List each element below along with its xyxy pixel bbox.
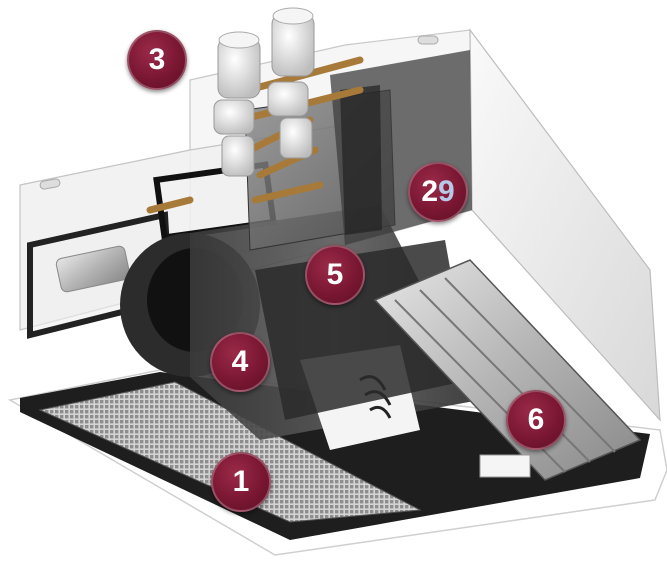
callout-label: 6 xyxy=(527,403,545,436)
callout-label: 1 xyxy=(232,465,250,498)
valves xyxy=(213,7,315,177)
callout-label: 2 xyxy=(421,175,438,208)
callout-5: 5 xyxy=(305,245,365,305)
callout-suffix: 9 xyxy=(438,175,455,208)
callout-label: 5 xyxy=(326,258,344,291)
callout-6: 6 xyxy=(506,390,566,450)
callout-1: 1 xyxy=(211,452,271,512)
control-box xyxy=(244,50,472,251)
callout-3: 3 xyxy=(127,30,187,90)
callout-label: 4 xyxy=(231,345,249,378)
coil xyxy=(373,259,642,481)
callout-4: 4 xyxy=(210,332,270,392)
callout-label: 3 xyxy=(148,43,166,76)
